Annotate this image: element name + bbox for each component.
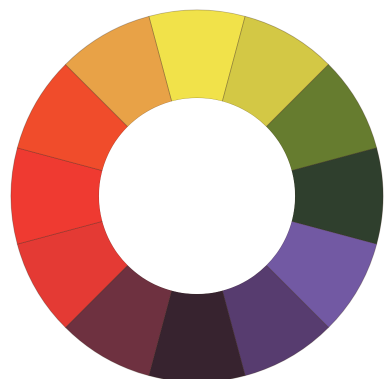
wheel-center [99,98,295,294]
